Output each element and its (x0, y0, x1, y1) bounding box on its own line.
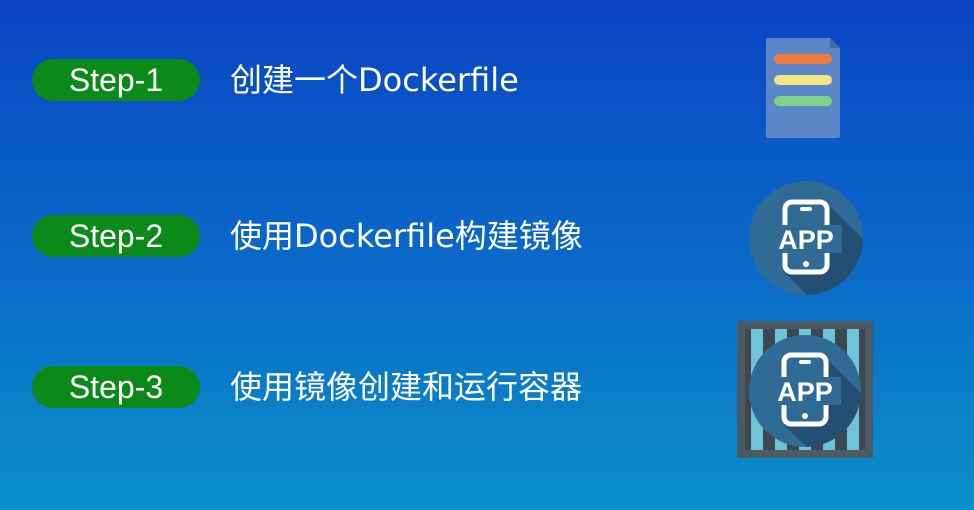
step-1-label: Step-1 (68, 62, 164, 98)
step-1-text: 创建一个Dockerfile (230, 61, 519, 99)
step-2-label: Step-2 (68, 218, 164, 254)
container-app-icon: APP (737, 321, 873, 458)
app-phone-icon: APP (748, 180, 864, 296)
step-2-badge: Step-2 (32, 215, 200, 257)
document-icon (766, 38, 840, 138)
app-text: APP (778, 225, 834, 255)
step-2-text: 使用Dockerfile构建镜像 (230, 217, 583, 255)
step-1-badge: Step-1 (32, 59, 200, 101)
step-3-text: 使用镜像创建和运行容器 (230, 368, 583, 406)
container-app-text: APP (777, 377, 833, 407)
step-3-label: Step-3 (68, 369, 164, 405)
step-3-badge: Step-3 (32, 366, 200, 408)
